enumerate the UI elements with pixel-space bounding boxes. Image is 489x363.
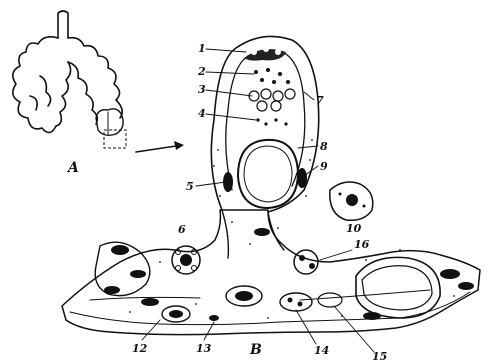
granule bbox=[284, 122, 287, 125]
stromal-nucleus bbox=[209, 315, 219, 321]
granule bbox=[254, 70, 258, 74]
lipid-droplet bbox=[285, 89, 295, 99]
gland-lobes-right bbox=[68, 38, 122, 118]
lipid-droplet bbox=[271, 101, 281, 111]
basal-cell bbox=[318, 293, 342, 307]
label-7: 7 bbox=[316, 94, 324, 107]
label-9: 9 bbox=[320, 160, 328, 173]
label-1: 1 bbox=[198, 42, 206, 55]
endothelial-nucleus bbox=[104, 286, 120, 294]
pointer-arrow-shaft bbox=[136, 146, 176, 152]
label-14: 14 bbox=[314, 344, 329, 357]
label-10: 10 bbox=[346, 222, 362, 235]
label-3: 3 bbox=[198, 83, 206, 96]
isolated-cell bbox=[330, 182, 373, 220]
granule bbox=[266, 68, 270, 72]
capillaries-left bbox=[95, 242, 159, 306]
label-16: 16 bbox=[354, 238, 370, 251]
basement-line bbox=[70, 292, 470, 325]
label-13: 13 bbox=[196, 342, 212, 355]
label-2: 2 bbox=[197, 65, 206, 78]
cell-nucleus bbox=[346, 194, 358, 206]
duct-stem bbox=[58, 11, 68, 38]
cluster-nucleus bbox=[299, 255, 305, 261]
panel-label-a: A bbox=[66, 160, 79, 176]
pointer-arrow-head bbox=[174, 141, 184, 150]
panel-label-b: B bbox=[249, 342, 262, 358]
granule bbox=[260, 78, 264, 82]
granule bbox=[363, 205, 366, 208]
basal-cell bbox=[280, 293, 312, 311]
cell-nucleus bbox=[263, 46, 269, 52]
granule bbox=[288, 298, 293, 303]
label-5: 5 bbox=[186, 180, 194, 193]
cluster-outline bbox=[294, 250, 318, 274]
granule bbox=[278, 72, 282, 76]
cell-cluster bbox=[294, 250, 318, 274]
gland-lobes-left bbox=[13, 37, 71, 133]
gland-overview-drawing bbox=[13, 11, 184, 152]
basal-cell-nucleus bbox=[235, 291, 253, 301]
granule bbox=[264, 122, 267, 125]
granule bbox=[298, 302, 303, 307]
right-alveolus-inner bbox=[362, 266, 432, 310]
basal-cell-nucleus bbox=[169, 310, 183, 318]
label-12: 12 bbox=[132, 342, 148, 355]
granule bbox=[272, 80, 276, 84]
lipid-droplet bbox=[261, 89, 271, 99]
cell-nucleus bbox=[275, 49, 281, 55]
stromal-nucleus bbox=[254, 228, 270, 236]
lumen bbox=[238, 140, 298, 208]
endothelial-nucleus bbox=[141, 298, 159, 306]
label-4: 4 bbox=[198, 107, 206, 120]
lipid-droplet bbox=[257, 101, 267, 111]
granule bbox=[286, 80, 290, 84]
septum-stalk bbox=[222, 210, 284, 258]
endothelial-nucleus bbox=[111, 245, 129, 255]
cluster-nucleus bbox=[309, 263, 315, 269]
granule bbox=[256, 118, 259, 121]
basal-cells bbox=[162, 286, 342, 322]
terminal-acinus bbox=[96, 109, 123, 135]
label-15: 15 bbox=[372, 350, 387, 363]
granule bbox=[339, 193, 342, 196]
detail-box bbox=[104, 130, 126, 148]
right-alveolus-outer bbox=[356, 257, 440, 318]
granule bbox=[274, 118, 277, 121]
small-acinus bbox=[172, 246, 200, 274]
lipid-droplet bbox=[273, 91, 283, 101]
endothelial-nucleus bbox=[130, 270, 146, 278]
cell-nucleus bbox=[251, 49, 257, 55]
myoepithelial-nucleus bbox=[297, 168, 307, 188]
lumen-inner bbox=[244, 146, 292, 202]
label-6: 6 bbox=[178, 223, 186, 236]
endothelial-nucleus bbox=[440, 269, 460, 279]
gland-lobes-inner bbox=[30, 62, 97, 124]
label-8: 8 bbox=[320, 140, 328, 153]
acinus-center bbox=[180, 254, 192, 266]
right-alveolus bbox=[356, 257, 474, 320]
acinus-cell bbox=[176, 266, 181, 271]
acinus-cell bbox=[192, 266, 197, 271]
endothelial-nucleus bbox=[458, 282, 474, 290]
endothelial-nucleus bbox=[363, 312, 381, 320]
